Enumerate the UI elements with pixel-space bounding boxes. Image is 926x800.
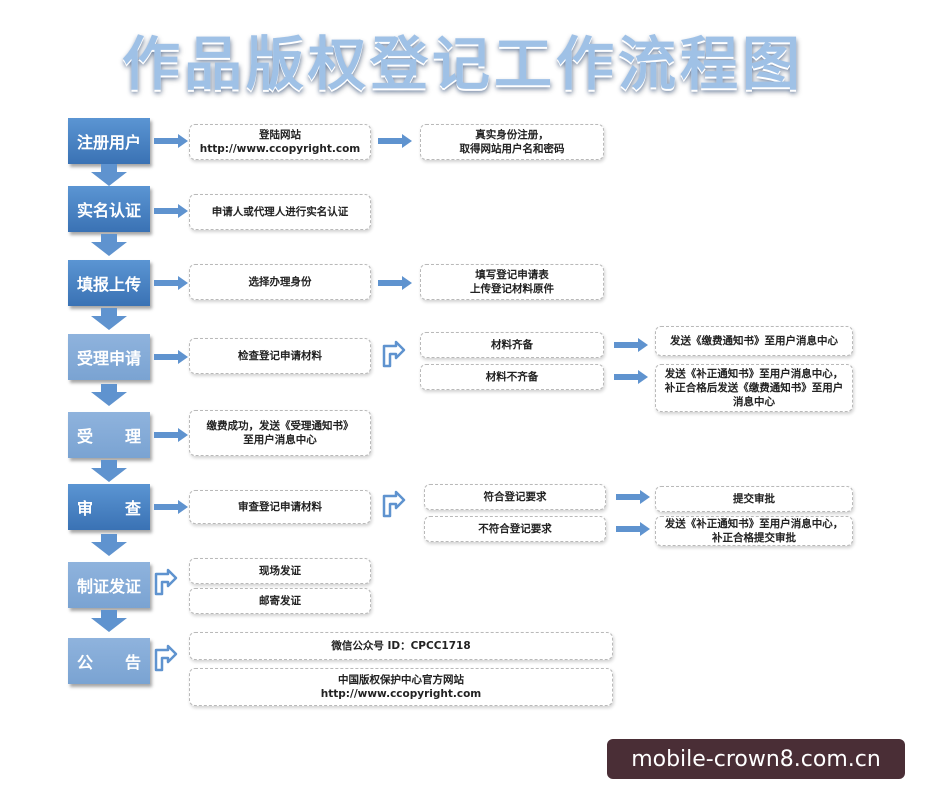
step-accept: 受 理 bbox=[68, 412, 150, 458]
box-materials-incomplete: 材料不齐备 bbox=[420, 364, 604, 390]
right-arrow-icon bbox=[154, 500, 188, 514]
box-onsite-issue: 现场发证 bbox=[189, 558, 371, 584]
box-review-correction: 发送《补正通知书》至用户消息中心， 补正合格提交审批 bbox=[655, 516, 853, 546]
right-arrow-icon bbox=[614, 338, 648, 352]
right-arrow-icon bbox=[614, 370, 648, 384]
step-issue-certificate: 制证发证 bbox=[68, 562, 150, 608]
step-accept-application: 受理申请 bbox=[68, 334, 150, 380]
down-arrow-icon bbox=[91, 534, 127, 556]
step-fill-upload: 填报上传 bbox=[68, 260, 150, 306]
right-arrow-icon bbox=[378, 276, 412, 290]
step-realname-auth: 实名认证 bbox=[68, 186, 150, 232]
step-announce: 公 告 bbox=[68, 638, 150, 684]
step-review: 审 查 bbox=[68, 484, 150, 530]
right-arrow-icon bbox=[154, 134, 188, 148]
down-arrow-icon bbox=[91, 164, 127, 186]
split-arrow-icon bbox=[154, 568, 178, 596]
box-fails-requirements: 不符合登记要求 bbox=[424, 516, 606, 542]
watermark: mobile-crown8.com.cn bbox=[607, 739, 905, 779]
down-arrow-icon bbox=[91, 610, 127, 632]
right-arrow-icon bbox=[378, 134, 412, 148]
box-fee-notice: 发送《缴费通知书》至用户消息中心 bbox=[655, 326, 853, 356]
step-register-user: 注册用户 bbox=[68, 118, 150, 164]
box-submit-approval: 提交审批 bbox=[655, 486, 853, 512]
right-arrow-icon bbox=[616, 522, 650, 536]
box-realname: 申请人或代理人进行实名认证 bbox=[189, 194, 371, 230]
box-materials-complete: 材料齐备 bbox=[420, 332, 604, 358]
down-arrow-icon bbox=[91, 234, 127, 256]
box-register-result: 真实身份注册， 取得网站用户名和密码 bbox=[420, 124, 604, 160]
split-arrow-icon bbox=[382, 340, 406, 368]
box-review-materials: 审查登记申请材料 bbox=[189, 490, 371, 524]
right-arrow-icon bbox=[154, 204, 188, 218]
right-arrow-icon bbox=[154, 276, 188, 290]
box-meets-requirements: 符合登记要求 bbox=[424, 484, 606, 510]
page-title: 作品版权登记工作流程图 bbox=[121, 30, 804, 98]
box-check-materials: 检查登记申请材料 bbox=[189, 338, 371, 374]
down-arrow-icon bbox=[91, 460, 127, 482]
box-fill-upload: 填写登记申请表 上传登记材料原件 bbox=[420, 264, 604, 300]
right-arrow-icon bbox=[154, 428, 188, 442]
right-arrow-icon bbox=[154, 350, 188, 364]
box-acceptance-notice: 缴费成功，发送《受理通知书》 至用户消息中心 bbox=[189, 410, 371, 456]
right-arrow-icon bbox=[616, 490, 650, 504]
box-correction-notice: 发送《补正通知书》至用户消息中心， 补正合格后发送《缴费通知书》至用户 消息中心 bbox=[655, 364, 853, 412]
down-arrow-icon bbox=[91, 384, 127, 406]
box-choose-identity: 选择办理身份 bbox=[189, 264, 371, 300]
box-mail-issue: 邮寄发证 bbox=[189, 588, 371, 614]
down-arrow-icon bbox=[91, 308, 127, 330]
box-wechat-account: 微信公众号 ID：CPCC1718 bbox=[189, 632, 613, 660]
box-login-site: 登陆网站 http://www.ccopyright.com bbox=[189, 124, 371, 160]
box-official-site: 中国版权保护中心官方网站 http://www.ccopyright.com bbox=[189, 668, 613, 706]
split-arrow-icon bbox=[382, 490, 406, 518]
split-arrow-icon bbox=[154, 644, 178, 672]
